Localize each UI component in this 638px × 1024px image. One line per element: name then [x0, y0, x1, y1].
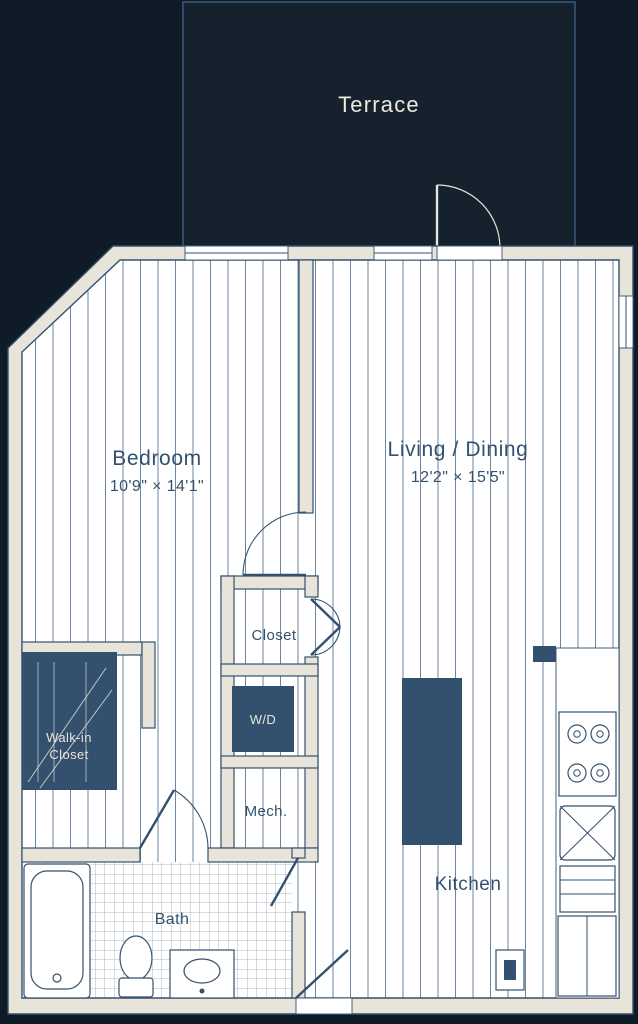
sink-cross-line	[559, 805, 616, 861]
room-terrace: Terrace	[182, 1, 576, 249]
wall-closet-top	[220, 575, 319, 590]
stove	[558, 711, 617, 797]
wall-bath-right-lower	[291, 911, 306, 999]
wall-wd-mech	[220, 755, 319, 769]
toilet-tank	[118, 977, 154, 998]
living-dining-dimensions: 12'2" × 15'5"	[411, 469, 505, 486]
closet-door-leaf-top	[310, 598, 341, 628]
wall-bath-top-left	[21, 847, 141, 863]
closet-label: Closet	[252, 627, 297, 644]
living-dining-label: Living / Dining	[388, 438, 529, 461]
mechanical-label: Mech.	[245, 803, 288, 820]
walkin-builtin: Walk-in Closet	[22, 652, 117, 790]
toilet-bowl	[119, 935, 153, 981]
burner	[590, 724, 610, 744]
wall-core-right-upper	[304, 575, 319, 598]
hanger-rod-line	[27, 667, 107, 783]
interior-walls	[21, 259, 319, 999]
dishwasher	[559, 865, 616, 913]
doors	[138, 511, 353, 1015]
wall-bath-top-right	[207, 847, 319, 863]
wall-bath-right-upper	[291, 847, 306, 859]
counter-end-stub	[533, 646, 556, 662]
pantry-column-inner	[504, 960, 516, 980]
burner-center	[573, 730, 581, 738]
bathtub-drain	[52, 973, 62, 983]
burner	[590, 763, 610, 783]
burner	[567, 724, 587, 744]
closet-door-leaf-bottom	[310, 626, 341, 656]
closet-door-arc-bottom	[310, 626, 341, 656]
washer-dryer-label: W/D	[250, 712, 276, 727]
terrace-door-arc	[436, 184, 501, 249]
wall-bedroom-living	[298, 259, 314, 514]
walkin-door-arc	[173, 789, 209, 849]
bath-fixtures	[23, 863, 235, 999]
closet-door-arc-top	[310, 598, 341, 628]
walkin-door-leaf	[138, 789, 176, 849]
kitchen-label: Kitchen	[435, 874, 502, 895]
terrace-deck	[182, 1, 576, 249]
washer-dryer-unit: W/D	[232, 686, 294, 752]
terrace-label: Terrace	[338, 92, 420, 117]
kitchen-fixtures	[495, 711, 617, 997]
unit-floor	[22, 260, 619, 998]
windows	[184, 245, 634, 349]
burner-center	[596, 769, 604, 777]
burner-center	[573, 769, 581, 777]
bath-sink-basin	[183, 958, 221, 984]
room-labels: Bedroom 10'9" × 14'1" Living / Dining 12…	[110, 438, 529, 928]
bath-door-leaf	[269, 857, 300, 907]
bedroom-dimensions: 10'9" × 14'1"	[110, 478, 204, 495]
entry-door-leaf	[295, 949, 349, 999]
hanger-rod-line	[39, 689, 113, 789]
entry-door-opening	[295, 997, 353, 1015]
washer-dryer-box	[232, 686, 294, 752]
terrace-door-opening	[436, 245, 503, 261]
walkin-label-line1: Walk-in	[46, 730, 92, 745]
bathtub-inner	[30, 870, 84, 990]
burner	[567, 763, 587, 783]
burner-center	[596, 730, 604, 738]
bedroom-door-arc	[242, 511, 307, 576]
walkin-label-line2: Closet	[49, 747, 88, 762]
kitchen-island	[402, 678, 462, 845]
bath-faucet	[199, 988, 205, 994]
wall-walkin-right	[141, 641, 156, 729]
wall-closet-wd	[220, 663, 319, 677]
bath-label: Bath	[155, 911, 190, 928]
bedroom-label: Bedroom	[112, 447, 201, 470]
wall-core-right-lower	[304, 656, 319, 849]
